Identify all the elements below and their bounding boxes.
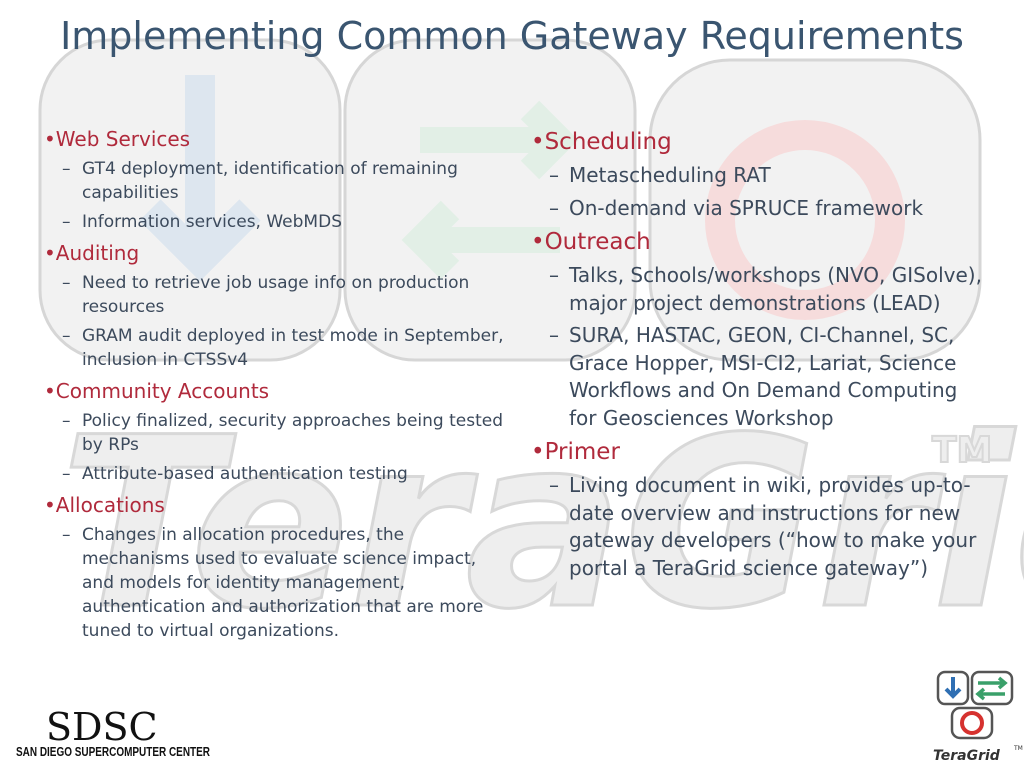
sub-bullet-text: Need to retrieve job usage info on produ… [82, 273, 470, 317]
teragrid-logo-down-arrow-icon [944, 677, 962, 699]
watermark-exchange-icon [401, 100, 579, 280]
bullet-heading: •Auditing [44, 240, 504, 266]
bullet-heading: •Web Services [44, 126, 504, 152]
right-column: •Scheduling–Metascheduling RAT–On-demand… [531, 128, 991, 588]
left-column: •Web Services–GT4 deployment, identifica… [44, 126, 504, 649]
watermark-down-arrow-icon [139, 75, 261, 282]
bullet-marker: • [44, 127, 56, 151]
sub-bullet-text: Metascheduling RAT [569, 163, 771, 187]
bullet-marker: • [44, 241, 56, 265]
dash-marker: – [549, 323, 559, 347]
left-column-group: •Community Accounts –Policy finalized, se… [44, 378, 504, 486]
sdsc-logo: SDSC SAN DIEGO SUPERCOMPUTER CENTER [16, 706, 210, 759]
sub-bullet: –Talks, Schools/workshops (NVO, GISolve)… [531, 262, 991, 317]
watermark-cycle-icon [705, 120, 905, 320]
sub-bullet-text: GT4 deployment, identification of remain… [82, 159, 458, 203]
sub-bullet-text: Attribute-based authentication testing [82, 464, 408, 484]
dash-marker: – [549, 163, 559, 187]
bullet-label: Web Services [55, 127, 191, 151]
teragrid-logo-exchange-icon [975, 676, 1008, 701]
watermark-wordmark: TeraGrid [60, 388, 1024, 661]
watermark-panel-2 [343, 38, 637, 362]
sub-bullet: –Living document in wiki, provides up-to… [531, 472, 991, 582]
bullet-label: Primer [544, 439, 620, 465]
left-column-group: •Auditing –Need to retrieve job usage inf… [44, 240, 504, 372]
bullet-label: Allocations [55, 493, 165, 517]
left-column-group: •Web Services –GT4 deployment, identifica… [44, 126, 504, 234]
bullet-heading: •Outreach [531, 228, 991, 257]
sub-bullet: –GRAM audit deployed in test mode in Sep… [44, 324, 504, 372]
teragrid-logo-panel-red [950, 706, 994, 740]
slide-title: Implementing Common Gateway Requirements [60, 14, 964, 58]
dash-marker: – [62, 464, 71, 484]
sub-bullet-text: On-demand via SPRUCE framework [569, 195, 924, 220]
dash-marker: – [62, 411, 71, 431]
dash-marker: – [62, 326, 71, 346]
sub-bullet-text: Talks, Schools/workshops (NVO, GISolve),… [569, 263, 982, 315]
bullet-marker: • [44, 379, 56, 403]
sub-bullet-text: Changes in allocation procedures, the me… [82, 525, 484, 641]
sub-bullet: –GT4 deployment, identification of remai… [44, 157, 504, 205]
bullet-label: Outreach [544, 229, 651, 255]
sub-bullet-text: Information services, WebMDS [82, 212, 342, 232]
bullet-label: Community Accounts [55, 379, 270, 403]
bullet-label: Auditing [55, 241, 140, 265]
sub-bullet-text: GRAM audit deployed in test mode in Sept… [82, 326, 504, 370]
bullet-marker: • [531, 229, 545, 255]
teragrid-logo-tm: TM [1013, 745, 1023, 752]
dash-marker: – [549, 473, 559, 497]
bullet-heading: •Scheduling [531, 128, 991, 157]
bullet-label: Scheduling [544, 129, 672, 155]
dash-marker: – [62, 273, 71, 293]
bullet-marker: • [531, 439, 545, 465]
right-column-group: •Primer –Living document in wiki, provide… [531, 438, 991, 582]
sub-bullet: –Information services, WebMDS [44, 210, 504, 234]
dash-marker: – [62, 212, 71, 232]
sub-bullet: –SURA, HASTAC, GEON, CI-Channel, SC, Gra… [531, 322, 991, 432]
bullet-marker: • [44, 493, 56, 517]
right-column-group: •Outreach –Talks, Schools/workshops (NVO,… [531, 228, 991, 432]
bullet-heading: •Community Accounts [44, 378, 504, 404]
teragrid-logo: TeraGrid TM [933, 670, 1023, 764]
sdsc-logo-subtitle: SAN DIEGO SUPERCOMPUTER CENTER [16, 744, 210, 759]
sub-bullet-text: Policy finalized, security approaches be… [82, 411, 504, 455]
sub-bullet-text: SURA, HASTAC, GEON, CI-Channel, SC, Grac… [569, 323, 958, 430]
sub-bullet: –Need to retrieve job usage info on prod… [44, 271, 504, 319]
bullet-heading: •Primer [531, 438, 991, 467]
teragrid-logo-name: TeraGrid [933, 748, 1001, 764]
right-column-group: •Scheduling–Metascheduling RAT–On-demand… [531, 128, 991, 222]
sub-bullet-text: Living document in wiki, provides up-to-… [569, 473, 977, 580]
teragrid-logo-panel-green [970, 670, 1014, 706]
sub-bullet: –Attribute-based authentication testing [44, 462, 504, 486]
dash-marker: – [549, 263, 559, 287]
left-column-group: •Allocations –Changes in allocation proce… [44, 492, 504, 643]
dash-marker: – [62, 525, 71, 545]
watermark-tm: TM [932, 430, 992, 471]
sub-bullet: –Changes in allocation procedures, the m… [44, 523, 504, 643]
sub-bullet: –Metascheduling RAT [531, 162, 991, 190]
sub-bullet: –On-demand via SPRUCE framework [531, 195, 991, 223]
bullet-heading: •Allocations [44, 492, 504, 518]
bullet-marker: • [531, 129, 545, 155]
sdsc-logo-name: SDSC [46, 706, 158, 749]
dash-marker: – [549, 195, 559, 220]
sub-bullet: –Policy finalized, security approaches b… [44, 409, 504, 457]
teragrid-logo-cycle-icon [960, 711, 984, 735]
dash-marker: – [62, 159, 71, 179]
